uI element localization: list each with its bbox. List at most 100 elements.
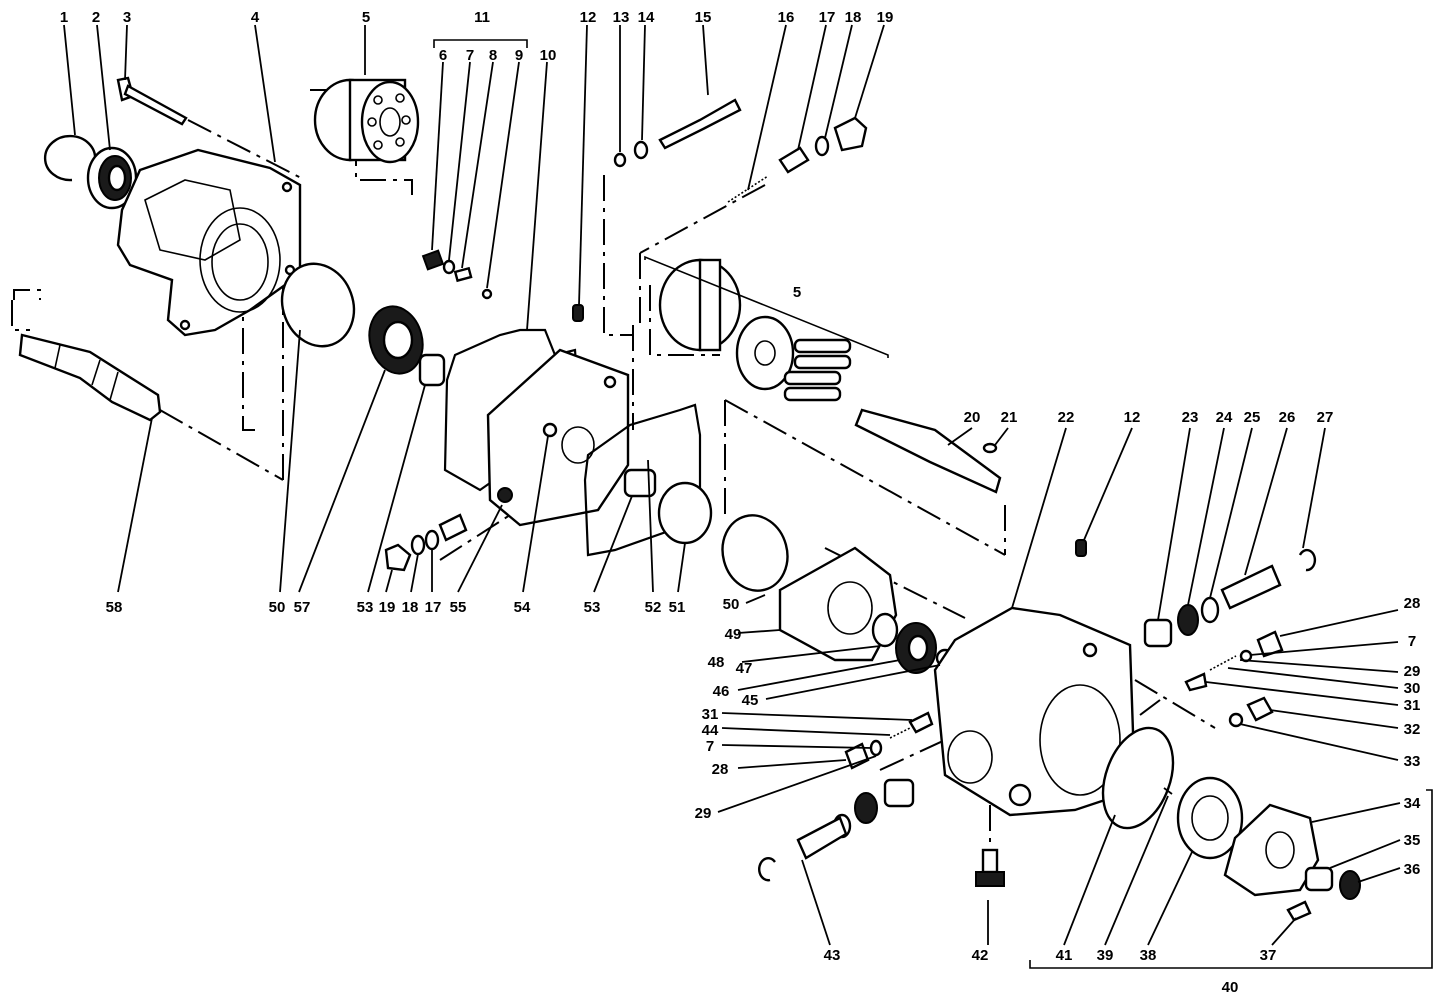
callout-50: 50 [269,599,286,616]
callout-36: 36 [1404,861,1421,878]
callout-22: 22 [1058,409,1075,426]
callout-7-left: 7 [706,738,714,755]
callout-8: 8 [489,47,497,64]
left-check-valve-parts [844,711,934,770]
callout-46: 46 [713,683,730,700]
callout-49: 49 [725,626,742,643]
callout-45: 45 [742,692,759,709]
callout-20: 20 [964,409,981,426]
callout-9: 9 [515,47,523,64]
callout-27: 27 [1317,409,1334,426]
callout-43: 43 [824,947,841,964]
drain-fitting-part [975,848,1005,887]
o-ring-part [871,612,899,648]
plug-part [1246,696,1274,722]
pump-fitting-part [1075,539,1087,557]
callout-labels: 1 2 3 4 5 11 6 7 8 9 10 12 13 14 15 16 1… [60,9,1421,996]
charge-pump-housing-part [1223,803,1320,897]
lip-seal-part [1339,870,1361,900]
motor-housing-part [116,148,302,337]
callout-54: 54 [514,599,531,616]
callout-1: 1 [60,9,68,26]
callout-5: 5 [362,9,370,26]
callout-17: 17 [819,9,836,26]
gasket-part [443,328,582,492]
callout-41: 41 [1056,947,1073,964]
callout-21: 21 [1001,409,1018,426]
callout-25: 25 [1244,409,1261,426]
pump-shaft-part [854,408,1002,494]
callout-35: 35 [1404,832,1421,849]
callout-3: 3 [123,9,131,26]
callout-48: 48 [708,654,725,671]
pistons-part [783,338,852,402]
pin-part [1163,787,1173,795]
callout-18: 18 [845,9,862,26]
snap-ring-lower-part [758,857,776,882]
pump-thrust-washer-part [721,514,789,592]
callout-42: 42 [972,947,989,964]
callout-4: 4 [251,9,260,26]
callout-30: 30 [1404,680,1421,697]
callout-31-left: 31 [702,706,719,723]
relief-valve-parts [421,249,493,300]
callout-14: 14 [638,9,655,26]
callout-31: 31 [1404,697,1421,714]
callout-39: 39 [1097,947,1114,964]
trunnion-shaft-part [796,816,848,860]
plug-and-spring-part [778,116,868,174]
callout-38: 38 [1140,947,1157,964]
trunnion-parts [1143,548,1317,648]
cap-screw-part [1286,900,1312,922]
seal-part [854,792,878,824]
large-o-ring-part [1101,726,1175,830]
charge-relief-valve-part [384,513,468,572]
key-part [982,442,998,454]
callout-33: 33 [1404,753,1421,770]
needle-bearing-part [1304,866,1334,892]
gerotor-part [1176,776,1244,860]
callout-11: 11 [474,9,490,26]
callout-7: 7 [466,47,474,64]
pump-cylinder-block-part [658,258,795,391]
callout-7-right: 7 [1408,633,1416,650]
callout-29-left: 29 [695,805,712,822]
callout-6: 6 [439,47,447,64]
callout-53: 53 [357,599,374,616]
thrust-washer-part [280,262,356,348]
fitting-part [572,304,584,322]
callout-12: 12 [580,9,597,26]
callout-47: 47 [736,660,753,677]
callout-57: 57 [294,599,311,616]
callout-19-lower: 19 [379,599,396,616]
callout-15: 15 [695,9,712,26]
cylinder-block-part [313,78,420,164]
callout-26: 26 [1279,409,1296,426]
callout-52: 52 [645,599,662,616]
bolt-part [116,76,188,126]
bushing-part [418,353,446,387]
center-bushing-part [623,468,657,498]
valve-plate-part [657,481,713,545]
callout-28: 28 [1404,595,1421,612]
callout-5-pump: 5 [793,284,801,301]
callout-28-left: 28 [712,761,729,778]
center-section-part [486,348,630,527]
callout-16: 16 [778,9,795,26]
callout-24: 24 [1216,409,1233,426]
callout-58: 58 [106,599,123,616]
callout-51: 51 [669,599,686,616]
callout-53-center: 53 [584,599,601,616]
callout-10: 10 [540,47,557,64]
leader-lines [63,24,1433,969]
callout-32: 32 [1404,721,1421,738]
callout-29: 29 [1404,663,1421,680]
snap-ring-part [43,134,97,182]
right-gasket-part [583,403,702,557]
callout-50-pump: 50 [723,596,740,613]
parts [18,76,1361,922]
o-ring-seal-part [1228,712,1244,728]
callout-17-lower: 17 [425,599,442,616]
